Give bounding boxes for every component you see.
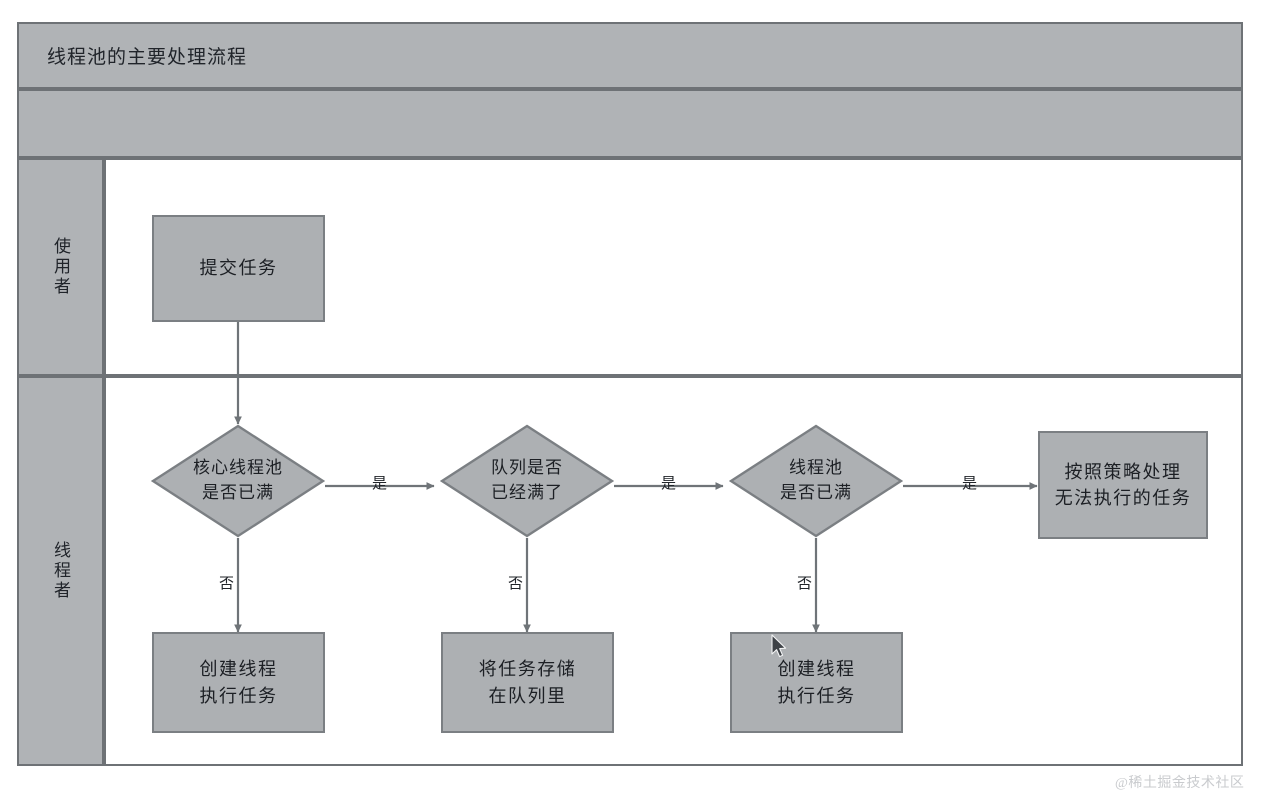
node-line: 创建线程 [199, 659, 278, 680]
node-line: 已经满了 [491, 483, 563, 502]
node-store-in-queue[interactable]: 将任务存储 在队列里 [441, 632, 614, 733]
node-line: 队列是否 [491, 458, 563, 478]
edge-label-yes-2: 是 [661, 476, 677, 492]
diamond-shape [151, 424, 325, 538]
node-decision-pool-full[interactable]: 线程池 是否已满 [729, 424, 903, 538]
node-line: 将任务存储 [478, 659, 577, 680]
diamond-shape [440, 424, 614, 538]
lane-label-thread: 线程者 [51, 541, 70, 601]
mouse-cursor-icon [771, 634, 787, 658]
node-decision-queue-full[interactable]: 队列是否 已经满了 [440, 424, 614, 538]
node-decision-core-pool-full-text: 核心线程池 是否已满 [151, 424, 325, 538]
diagram-title-band: 线程池的主要处理流程 [17, 22, 1243, 89]
node-line: 核心线程池 [193, 458, 283, 478]
node-line: 提交任务 [199, 258, 278, 279]
node-line: 执行任务 [199, 685, 278, 706]
node-line: 创建线程 [777, 659, 856, 680]
node-create-thread-1[interactable]: 创建线程 执行任务 [152, 632, 325, 733]
node-line: 无法执行的任务 [1054, 488, 1192, 508]
edge-label-yes-3: 是 [962, 476, 978, 492]
node-reject-policy[interactable]: 按照策略处理 无法执行的任务 [1038, 431, 1208, 539]
node-decision-queue-full-text: 队列是否 已经满了 [440, 424, 614, 538]
node-line: 在队列里 [488, 685, 567, 706]
edge-label-no-3: 否 [797, 576, 813, 592]
node-line: 执行任务 [777, 685, 856, 706]
node-line: 是否已满 [780, 483, 852, 502]
edge-label-yes-1: 是 [372, 476, 388, 492]
diagram-title: 线程池的主要处理流程 [47, 47, 248, 68]
node-decision-pool-full-text: 线程池 是否已满 [729, 424, 903, 538]
lane-label-user: 使用者 [51, 237, 70, 297]
edge-label-no-1: 否 [219, 576, 235, 592]
node-line: 按照策略处理 [1064, 461, 1182, 482]
diagram-phase-band [17, 89, 1243, 158]
node-create-thread-2[interactable]: 创建线程 执行任务 [730, 632, 903, 733]
node-line: 线程池 [789, 458, 843, 478]
node-decision-core-pool-full[interactable]: 核心线程池 是否已满 [151, 424, 325, 538]
edge-label-no-2: 否 [508, 576, 524, 592]
node-submit-task[interactable]: 提交任务 [152, 215, 325, 322]
node-line: 是否已满 [202, 483, 274, 502]
lane-header-user: 使用者 [17, 158, 104, 376]
diamond-shape [729, 424, 903, 538]
lane-header-thread: 线程者 [17, 376, 104, 766]
watermark-text: @稀土掘金技术社区 [1115, 776, 1245, 791]
